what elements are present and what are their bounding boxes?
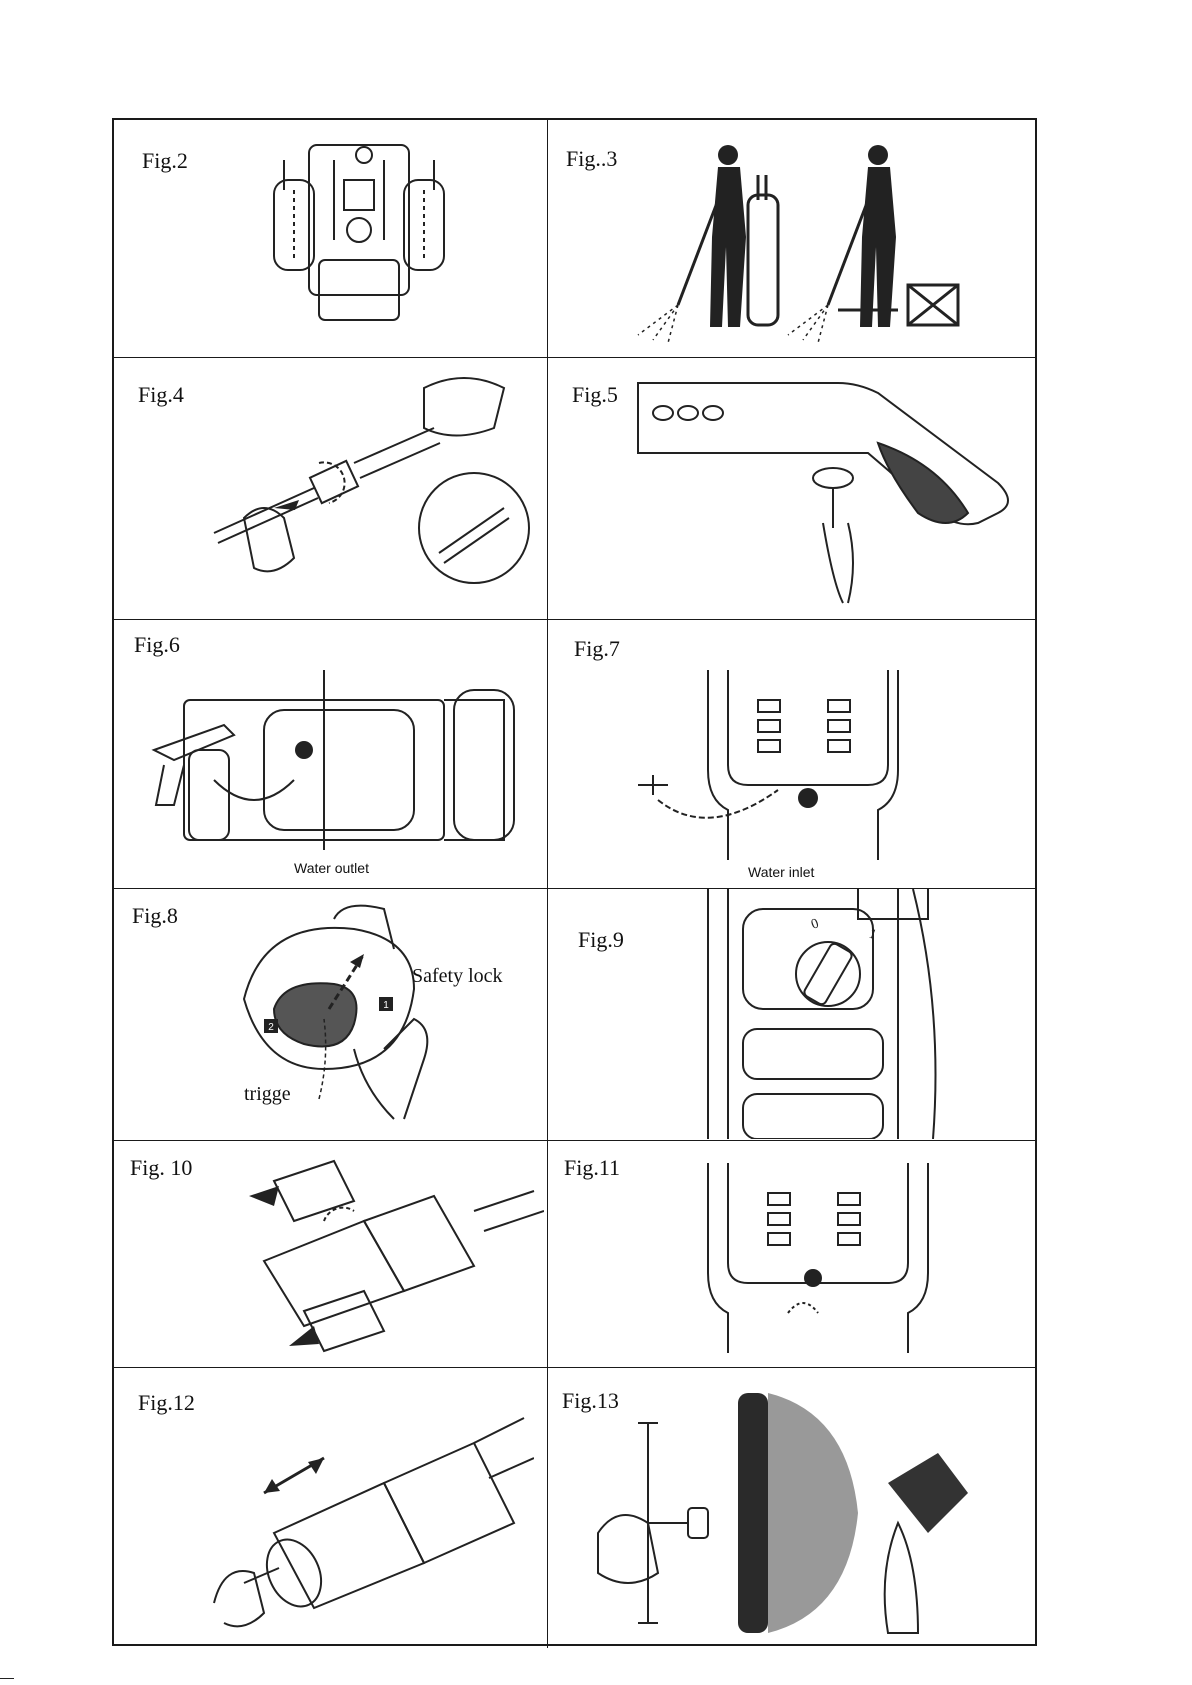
figure-row-2: Fig.4 Fig.5 (114, 358, 1035, 620)
water-inlet-connection-illustration (638, 660, 938, 860)
figure-row-3: Fig.6 Water outlet Fig.7 (114, 620, 1035, 889)
fig8-label: Fig.8 (132, 903, 178, 929)
fig7-label: Fig.7 (574, 636, 620, 662)
fig13-panel: Fig.13 (548, 1368, 1035, 1648)
fig4-label: Fig.4 (138, 382, 184, 408)
switch-on-mark: 1 (867, 927, 879, 943)
pressure-washer-front-illustration (264, 140, 454, 340)
fig2-panel: Fig.2 (114, 120, 548, 357)
fig7-caption: Water inlet (748, 864, 814, 880)
operator-silhouettes-illustration (608, 135, 978, 345)
fig3-panel: Fig..3 (548, 120, 1035, 357)
trigger-callout: trigge (244, 1083, 291, 1106)
fig7-panel: Fig.7 Water inlet (548, 620, 1035, 888)
fig9-label: Fig.9 (578, 927, 624, 953)
fig2-label: Fig.2 (142, 148, 188, 174)
page-corner-mark (0, 1678, 14, 1685)
fig6-label: Fig.6 (134, 632, 180, 658)
step-1-badge: 1 (383, 1000, 389, 1011)
fig6-caption: Water outlet (294, 860, 369, 876)
spray-gun-assembly-illustration (608, 373, 1028, 613)
rotary-brush-assembly-illustration (588, 1383, 1028, 1643)
figure-row-4: Fig.8 2 1 Safety lock trigge (114, 889, 1035, 1141)
fig5-panel: Fig.5 (548, 358, 1035, 619)
pressure-washer-side-illustration (698, 1153, 948, 1358)
nozzle-adjustment-illustration (244, 1151, 544, 1361)
fig6-panel: Fig.6 Water outlet (114, 620, 548, 888)
fig11-label: Fig.11 (564, 1155, 620, 1181)
switch-off-mark: 0 (809, 916, 821, 932)
step-2-badge: 2 (268, 1022, 274, 1033)
fig10-label: Fig. 10 (130, 1155, 192, 1181)
fig12-label: Fig.12 (138, 1390, 195, 1416)
hose-connection-illustration (204, 368, 534, 613)
fig4-panel: Fig.4 (114, 358, 548, 619)
figure-row-1: Fig.2 Fig..3 (114, 120, 1035, 358)
fig10-panel: Fig. 10 (114, 1141, 548, 1367)
fig9-panel: Fig.9 0 1 (548, 889, 1035, 1140)
safety-lock-callout: Safety lock (412, 965, 503, 988)
figure-row-5: Fig. 10 Fig.11 (114, 1141, 1035, 1368)
nozzle-cleaning-illustration (204, 1383, 534, 1633)
fig8-panel: Fig.8 2 1 Safety lock trigge (114, 889, 548, 1140)
figure-row-6: Fig.12 Fig.13 (114, 1368, 1035, 1648)
figure-sheet: Fig.2 Fig..3 (112, 118, 1037, 1646)
water-outlet-connection-illustration (144, 670, 534, 850)
power-switch-illustration: 0 1 (698, 889, 998, 1139)
fig11-panel: Fig.11 (548, 1141, 1035, 1367)
fig12-panel: Fig.12 (114, 1368, 548, 1648)
